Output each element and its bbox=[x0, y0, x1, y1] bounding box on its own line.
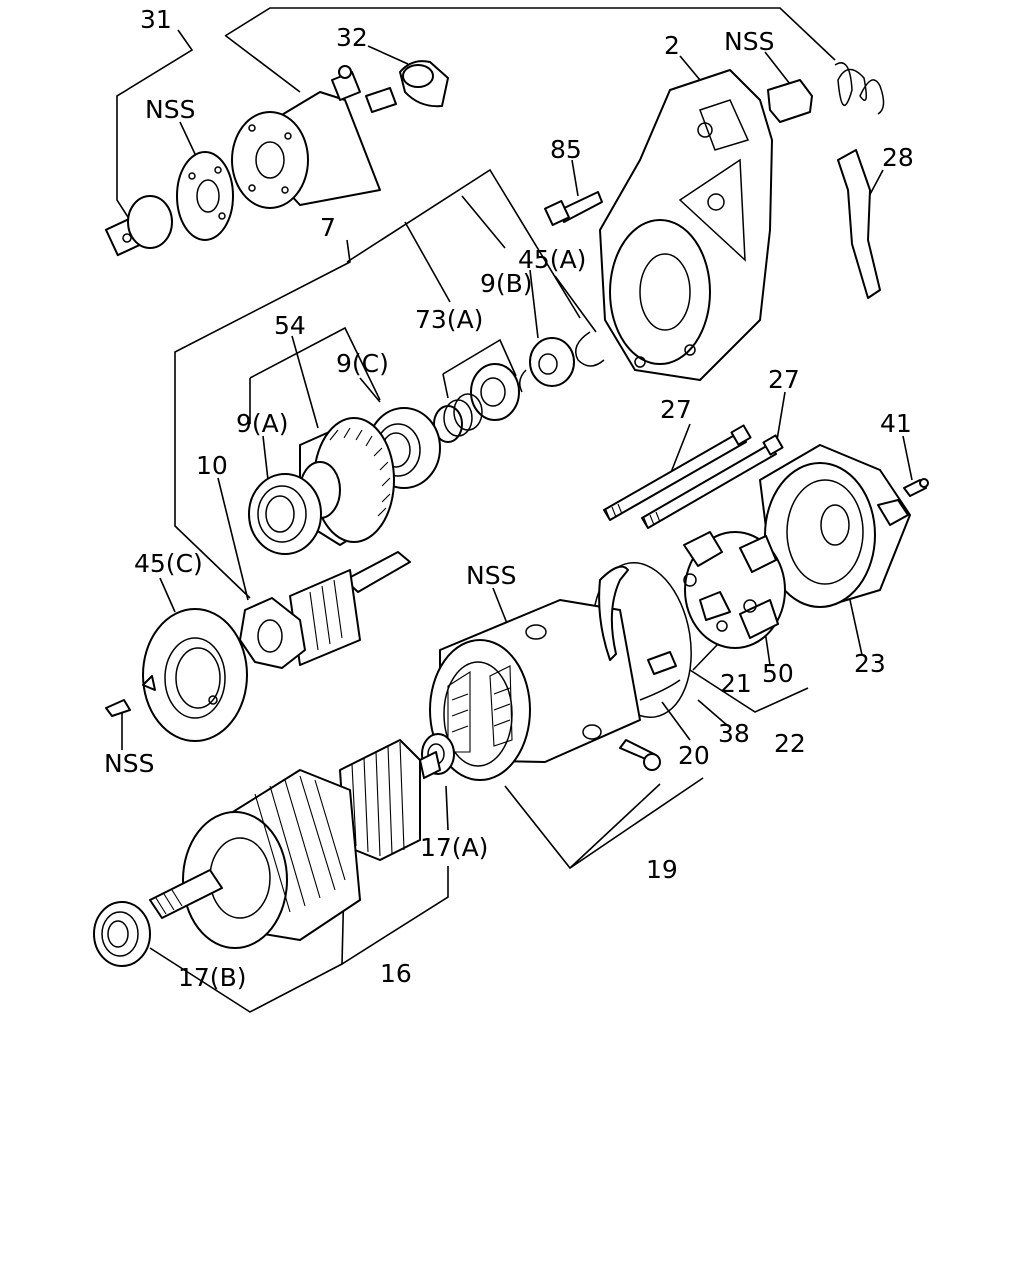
label-50: 50 bbox=[762, 659, 794, 688]
label-22: 22 bbox=[774, 729, 806, 758]
label-2: 2 bbox=[664, 31, 680, 60]
label-27-left: 27 bbox=[660, 395, 692, 424]
snap-ring-a bbox=[575, 331, 605, 367]
label-32: 32 bbox=[336, 23, 368, 52]
solenoid-switch bbox=[104, 65, 397, 257]
clutch-shaft bbox=[239, 551, 411, 669]
label-nss-top-left: NSS bbox=[145, 95, 195, 124]
label-nss-top-right: NSS bbox=[724, 27, 774, 56]
drive-housing bbox=[599, 69, 773, 381]
label-9c: 9(C) bbox=[336, 349, 389, 378]
bearing-9b bbox=[529, 337, 575, 387]
housing-bolt bbox=[544, 191, 603, 226]
bearing-9a bbox=[248, 473, 322, 555]
cover-screw bbox=[903, 478, 929, 497]
label-73a: 73(A) bbox=[415, 305, 483, 334]
label-20: 20 bbox=[678, 741, 710, 770]
label-21: 21 bbox=[720, 669, 752, 698]
bearing-17b bbox=[93, 901, 151, 967]
pole-screw bbox=[619, 739, 661, 771]
label-27-right: 27 bbox=[768, 365, 800, 394]
rubber-seal bbox=[767, 79, 813, 123]
solenoid-gasket bbox=[176, 151, 234, 241]
label-28: 28 bbox=[882, 143, 914, 172]
through-bolts bbox=[603, 424, 784, 529]
lever-spring bbox=[834, 62, 885, 115]
label-nss-yoke: NSS bbox=[466, 561, 516, 590]
callout-labels: 31 32 2 NSS NSS 85 28 7 45(A) 9(B) 73(A)… bbox=[104, 5, 914, 992]
label-23: 23 bbox=[854, 649, 886, 678]
label-85: 85 bbox=[550, 135, 582, 164]
rear-cover bbox=[759, 444, 911, 608]
label-31: 31 bbox=[140, 5, 172, 34]
center-bracket bbox=[142, 608, 248, 742]
label-17a: 17(A) bbox=[420, 833, 488, 862]
label-16: 16 bbox=[380, 959, 412, 988]
label-45a: 45(A) bbox=[518, 245, 586, 274]
label-54: 54 bbox=[274, 311, 306, 340]
stop-collar bbox=[433, 363, 527, 443]
label-45c: 45(C) bbox=[134, 549, 203, 578]
label-9b: 9(B) bbox=[480, 269, 533, 298]
label-38: 38 bbox=[718, 719, 750, 748]
label-19: 19 bbox=[646, 855, 678, 884]
label-9a: 9(A) bbox=[236, 409, 289, 438]
bracket-screw bbox=[105, 699, 131, 717]
label-17b: 17(B) bbox=[178, 963, 246, 992]
terminal-cap bbox=[399, 60, 449, 108]
label-7: 7 bbox=[320, 213, 336, 242]
shift-lever bbox=[837, 149, 881, 299]
yoke bbox=[429, 565, 681, 781]
label-10: 10 bbox=[196, 451, 228, 480]
label-41: 41 bbox=[880, 409, 912, 438]
label-nss-bottom-left: NSS bbox=[104, 749, 154, 778]
armature bbox=[149, 739, 441, 949]
brush-holder bbox=[683, 531, 786, 649]
